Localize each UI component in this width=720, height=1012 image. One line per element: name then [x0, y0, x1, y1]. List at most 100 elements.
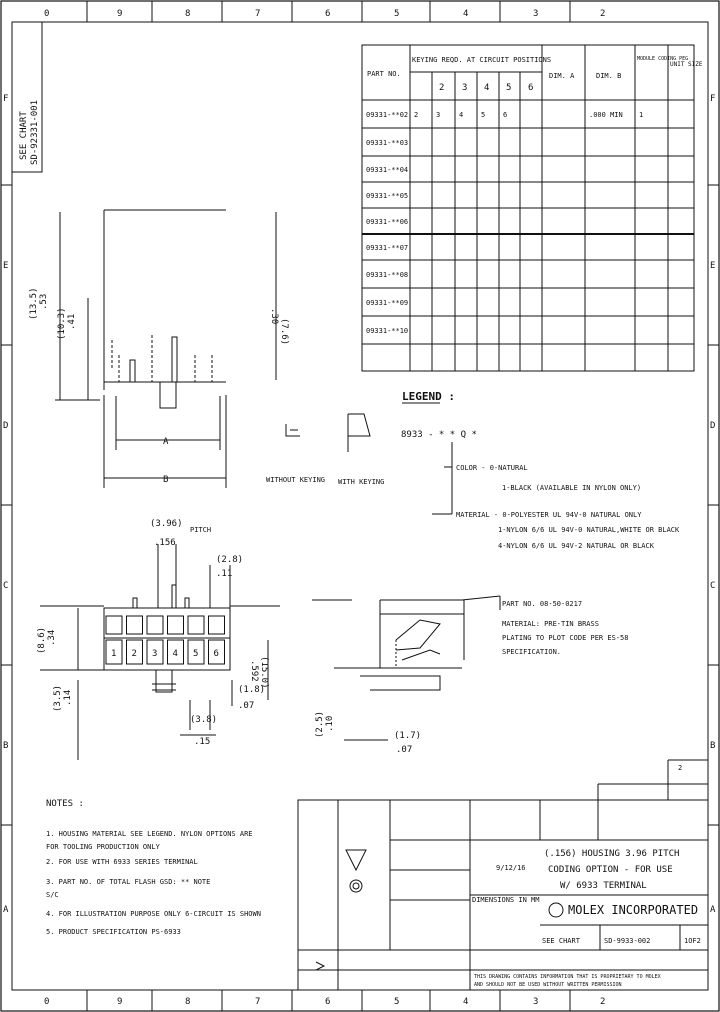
dim-d9-mm: (3.8) — [190, 715, 217, 725]
top-zone-9: 9 — [117, 9, 122, 19]
cavity-bottom — [187, 639, 205, 665]
right-row-D: D — [710, 421, 715, 431]
dim-a-label: A — [163, 437, 169, 447]
cavity-top — [187, 615, 205, 635]
cavity-top — [105, 615, 123, 635]
projection-symbol-icon — [345, 849, 367, 872]
dim-d9-in: .15 — [194, 737, 210, 747]
top-zone-0: 0 — [44, 9, 49, 19]
dim-d8-mm: (3.5) — [53, 685, 63, 712]
header-keying: KEYING REQD. AT CIRCUIT POSITIONS — [412, 56, 551, 64]
cavity-bottom — [167, 639, 184, 665]
bottom-zone-4: 4 — [463, 997, 468, 1007]
see-chart-box: SEE CHART SD-92331-001 — [11, 21, 43, 173]
dim-d5-in: .34 — [47, 630, 57, 646]
table-cell: 4 — [459, 111, 463, 119]
title-line-1: (.156) HOUSING 3.96 PITCH — [544, 849, 679, 859]
dim-d2-in: .41 — [67, 314, 77, 330]
bottom-zone-9: 9 — [117, 997, 122, 1007]
top-zone-6: 6 — [325, 9, 330, 19]
right-row-E: E — [710, 261, 715, 271]
bottom-zone-0: 0 — [44, 997, 49, 1007]
note-1: 1. HOUSING MATERIAL SEE LEGEND. NYLON OP… — [46, 830, 253, 838]
header-pos-4: 4 — [484, 83, 489, 93]
terminal-spec: SPECIFICATION. — [502, 648, 561, 656]
cavity-label: 4 — [173, 649, 178, 659]
table-cell: .000 MIN — [589, 111, 623, 119]
dim-d4-mm: (2.8) — [216, 555, 243, 565]
header-pos-6: 6 — [528, 83, 533, 93]
left-row-B: B — [3, 741, 8, 751]
dim-d6-mm: (15.0) — [259, 656, 269, 689]
header-pos-3: 3 — [462, 83, 467, 93]
material-title: MATERIAL - 0-POLYESTER UL 94V-0 NATURAL … — [456, 511, 642, 519]
left-row-F: F — [3, 94, 8, 104]
revision: 2 — [678, 764, 682, 772]
cavity-label: 1 — [111, 649, 116, 659]
left-row-C: C — [3, 581, 8, 591]
pitch-mm: (3.96) — [150, 519, 183, 529]
color-title: COLOR - 0-NATURAL — [456, 464, 528, 472]
angle-arrow-icon — [315, 961, 326, 971]
dim-d10-in: .10 — [325, 716, 335, 732]
bottom-zone-2: 2 — [600, 997, 605, 1007]
top-zone-4: 4 — [463, 9, 468, 19]
dim-d3-mm: (7.6) — [279, 318, 289, 345]
terminal-material: MATERIAL: PRE-TIN BRASS — [502, 620, 599, 628]
dim-d11-mm: (1.7) — [394, 731, 421, 741]
dim-d11-in: .07 — [396, 745, 412, 755]
terminal-section: PART NO. 08-50-0217 MATERIAL: PRE-TIN BR… — [312, 595, 628, 741]
dim-d3-in: .30 — [269, 308, 279, 324]
dim-d5-mm: (8.6) — [37, 627, 47, 654]
cavity-label: 2 — [132, 649, 137, 659]
table-cell: 09331-**10 — [366, 327, 408, 335]
header-part-no: PART NO. — [367, 70, 401, 78]
table-cell: 09331-**08 — [366, 271, 408, 279]
sheet-number: 1OF2 — [684, 937, 701, 945]
zone-labels: 0 9 8 7 6 5 4 3 2 0 9 8 7 6 5 4 3 2 F E … — [3, 9, 716, 1007]
left-row-E: E — [3, 261, 8, 271]
table-cell: 3 — [436, 111, 440, 119]
title-block: (.156) HOUSING 3.96 PITCH CODING OPTION … — [297, 759, 709, 991]
cavity-label: 5 — [193, 649, 198, 659]
terminal-plating: PLATING TO PLOT CODE PER ES-58 — [502, 634, 628, 642]
cavity-top — [146, 615, 164, 635]
material-line3: 4-NYLON 6/6 UL 94V-2 NATURAL OR BLACK — [498, 542, 655, 550]
dim-d1-in: .53 — [39, 294, 49, 310]
cavity-top — [208, 615, 225, 635]
cavity-label: 6 — [214, 649, 219, 659]
company-name: MOLEX INCORPORATED — [568, 903, 698, 917]
table-cell: 09331-**04 — [366, 166, 408, 174]
keying-symbols: WITHOUT KEYING WITH KEYING — [266, 413, 384, 486]
cavity-bottom — [146, 639, 164, 665]
note-2: 2. FOR USE WITH 6933 SERIES TERMINAL — [46, 858, 198, 866]
table-cell: 09331-**02 — [366, 111, 408, 119]
bottom-zone-6: 6 — [325, 997, 330, 1007]
with-keying-label: WITH KEYING — [338, 478, 384, 486]
pitch-in: .156 — [154, 538, 176, 548]
note-1b: FOR TOOLING PRODUCTION ONLY — [46, 843, 161, 851]
left-row-D: D — [3, 421, 8, 431]
table-cell: 09331-**05 — [366, 192, 408, 200]
table-cell: 09331-**06 — [366, 218, 408, 226]
target-symbol-icon — [349, 879, 363, 893]
footer-proprietary-2: AND SHOULD NOT BE USED WITHOUT WRITTEN P… — [474, 982, 622, 988]
scale-note: DIMENSIONS IN MM — [472, 896, 539, 904]
drawing-number: SD-9933-002 — [604, 937, 650, 945]
cavity-bottom — [126, 639, 143, 665]
table-cell: 09331-**07 — [366, 244, 408, 252]
dim-b-label: B — [163, 475, 168, 485]
dim-d6-in: .592 — [249, 660, 259, 682]
note-5: 5. PRODUCT SPECIFICATION PS-6933 — [46, 928, 181, 936]
table-cell: 09331-**03 — [366, 139, 408, 147]
dim-d1-mm: (13.5) — [29, 287, 39, 320]
table-cell: 1 — [639, 111, 643, 119]
top-zone-2: 2 — [600, 9, 605, 19]
footer-proprietary-1: THIS DRAWING CONTAINS INFORMATION THAT I… — [474, 974, 661, 980]
top-zone-5: 5 — [394, 9, 399, 19]
bottom-zone-7: 7 — [255, 997, 260, 1007]
top-zone-8: 8 — [185, 9, 190, 19]
notes-title: NOTES : — [46, 799, 84, 809]
